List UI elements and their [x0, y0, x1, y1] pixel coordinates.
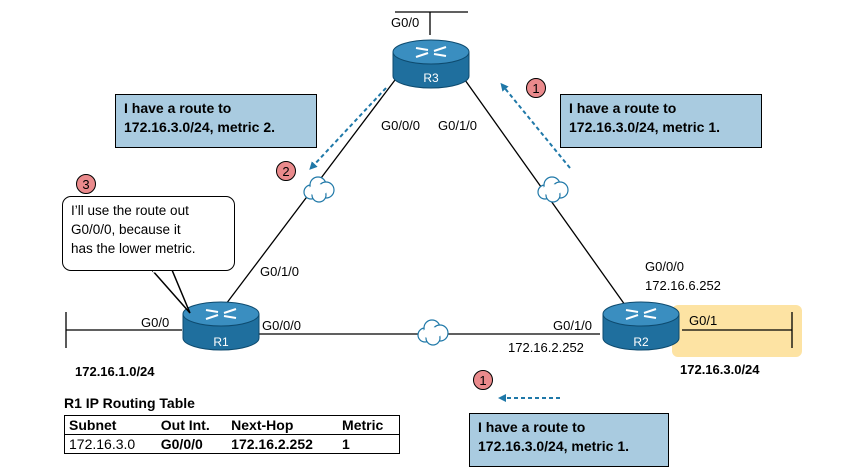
- wan-cloud-r1-r2: [417, 319, 449, 346]
- bubble-line: G0/0/0, because it: [71, 222, 181, 237]
- router-r1: R1: [182, 301, 260, 351]
- message-line: I have a route to: [478, 419, 586, 435]
- header-next-hop: Next-Hop: [227, 415, 339, 435]
- header-out-int: Out Int.: [156, 415, 228, 435]
- router-r3-name: R3: [423, 71, 439, 85]
- cell-next-hop: 172.16.2.252: [231, 436, 313, 452]
- message-r2-to-r3: I have a route to 172.16.3.0/24, metric …: [560, 94, 762, 148]
- svg-text:1: 1: [532, 81, 539, 96]
- router-r3: R3: [392, 39, 470, 89]
- message-line: 172.16.3.0/24, metric 1.: [569, 119, 720, 135]
- cell-metric: 1: [342, 436, 350, 452]
- header-subnet: Subnet: [64, 415, 157, 435]
- step-badge-1-top: 1: [526, 78, 546, 98]
- wan-cloud-r2-r3: [537, 176, 569, 203]
- router-icon-arrows: [625, 308, 657, 320]
- if-r1-lan: G0/0: [141, 315, 169, 330]
- if-r2-left-ip: 172.16.2.252: [508, 340, 584, 355]
- svg-text:2: 2: [282, 164, 289, 179]
- if-r2-up: G0/0/0: [645, 259, 684, 274]
- message-line: I have a route to: [569, 100, 677, 116]
- bubble-line: I’ll use the route out: [71, 203, 189, 218]
- if-r3-lan: G0/0: [391, 15, 419, 30]
- table-row: 172.16.3.0 G0/0/0 172.16.2.252 1: [65, 435, 400, 454]
- svg-text:1: 1: [479, 373, 486, 388]
- router-r2: R2: [602, 301, 680, 351]
- if-r2-up-ip: 172.16.6.252: [645, 278, 721, 293]
- r1-speech-bubble: I’ll use the route out G0/0/0, because i…: [62, 196, 235, 271]
- if-r2-left: G0/1/0: [553, 318, 592, 333]
- speech-bubble-tail: [150, 269, 191, 314]
- routing-table-title: R1 IP Routing Table: [64, 395, 195, 411]
- cell-subnet: 172.16.3.0: [69, 436, 136, 452]
- network-r2-lan: 172.16.3.0/24: [680, 362, 760, 377]
- step-badge-3: 3: [76, 174, 96, 194]
- r2-lan-highlight: [672, 305, 802, 357]
- router-icon-arrows: [205, 308, 237, 320]
- message-line: 172.16.3.0/24, metric 1.: [478, 438, 629, 454]
- cell-out-int: G0/0/0: [160, 436, 203, 452]
- svg-text:3: 3: [82, 177, 89, 192]
- network-r1-lan: 172.16.1.0/24: [75, 364, 155, 379]
- message-r3-to-r1: I have a route to 172.16.3.0/24, metric …: [115, 94, 317, 148]
- if-r3-right: G0/1/0: [438, 118, 477, 133]
- router-icon-arrows: [415, 46, 447, 58]
- update-arrow-r3-to-r1: [309, 87, 387, 170]
- header-metric: Metric: [338, 415, 400, 435]
- update-arrow-r2-to-r3: [500, 82, 571, 169]
- wan-cloud-r1-r3: [303, 176, 335, 203]
- if-r3-left: G0/0/0: [381, 118, 420, 133]
- step-badge-2: 2: [276, 161, 296, 181]
- router-r2-name: R2: [633, 335, 649, 349]
- routing-table: Subnet Out Int. Next-Hop Metric 172.16.3…: [64, 415, 400, 454]
- router-r1-name: R1: [213, 335, 229, 349]
- if-r2-lan: G0/1: [689, 313, 717, 328]
- message-line: I have a route to: [124, 100, 232, 116]
- routing-table-header-row: Subnet Out Int. Next-Hop Metric: [64, 415, 400, 435]
- if-r1-up: G0/1/0: [260, 264, 299, 279]
- message-r2-to-r1: I have a route to 172.16.3.0/24, metric …: [469, 413, 669, 467]
- step-badge-1-bottom: 1: [473, 370, 493, 390]
- if-r1-right: G0/0/0: [262, 318, 301, 333]
- bubble-line: has the lower metric.: [71, 241, 196, 256]
- message-line: 172.16.3.0/24, metric 2.: [124, 119, 275, 135]
